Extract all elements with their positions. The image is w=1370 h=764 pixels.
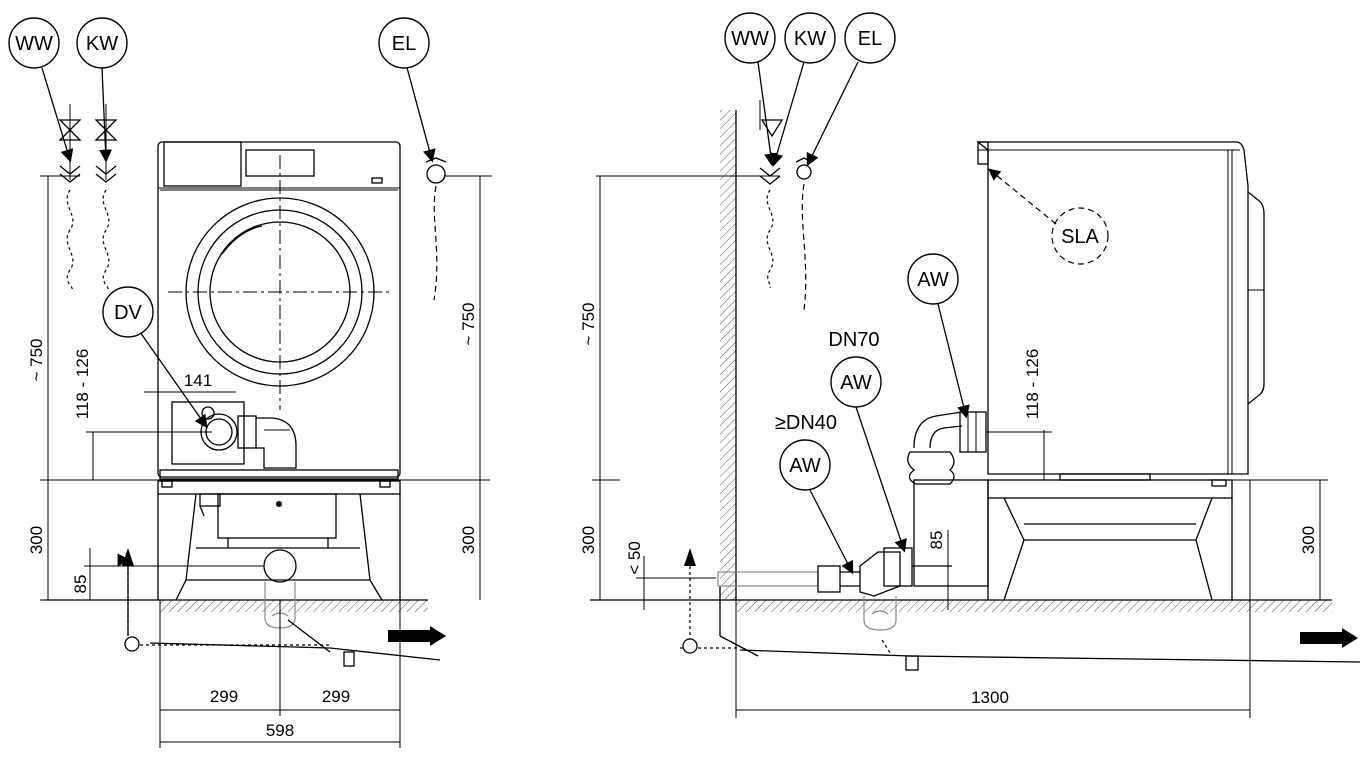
dim-height-right: ~ 750: [459, 302, 478, 345]
drain-valve-box: [171, 401, 297, 469]
dim-drain-height-side: 118 - 126: [1023, 349, 1042, 420]
drain-pipe-side: [717, 547, 952, 631]
floor-hatch-left: [160, 600, 428, 612]
dim-drain-height-front: 118 - 126: [73, 349, 92, 420]
dimensions-front: ~ 750 300 118 - 126 85 141 ~ 750 300 299…: [27, 175, 490, 748]
dim-max-50: < 50: [625, 541, 644, 575]
label-aw-lower: AW: [789, 455, 821, 477]
dim-height-side: ~ 750: [579, 302, 598, 345]
stand-side: [987, 479, 1233, 601]
label-aw-upper: AW: [917, 269, 949, 291]
label-kw-front: KW: [86, 33, 118, 55]
front-view: WW KW EL DV ~ 750 300 118 - 126 85 141 ~…: [8, 17, 492, 748]
dimensions-side: ~ 750 300 < 50 85 118 - 126 300 1300: [579, 176, 1328, 718]
dim-half-left: 299: [210, 687, 238, 706]
label-dv: DV: [114, 302, 142, 324]
dim-depth-total: 1300: [971, 688, 1009, 707]
label-dn70: DN70: [828, 329, 879, 351]
wall-hatch: [720, 110, 736, 600]
dim-stand-right: 300: [459, 526, 478, 554]
dim-floor-drain-front: 85: [71, 575, 90, 594]
label-sla: SLA: [1061, 226, 1099, 248]
side-view: SLA: [579, 12, 1361, 718]
dim-stand-left: 300: [27, 526, 46, 554]
label-kw-side: KW: [794, 28, 826, 50]
dim-stand-side: 300: [579, 526, 598, 554]
label-dn40: ≥DN40: [775, 412, 837, 434]
label-ww-front: WW: [15, 33, 53, 55]
dim-dv-width: 141: [184, 371, 212, 390]
water-inlets-front: [44, 104, 118, 291]
washer-front: [157, 141, 401, 480]
sla-bubble: [1051, 207, 1109, 265]
dim-half-right: 299: [322, 687, 350, 706]
wall-inlets-side: [596, 100, 813, 311]
dim-height-left: ~ 750: [27, 338, 46, 381]
label-el-side: EL: [858, 28, 882, 50]
stand-front: [157, 480, 401, 601]
dim-floor-drain-side: 85: [927, 531, 946, 550]
label-ww-side: WW: [731, 28, 769, 50]
washer-side: [976, 141, 1265, 481]
dim-total-width: 598: [266, 721, 294, 740]
floor-hatch-right: [736, 600, 1332, 612]
dim-stand-side-right: 300: [1299, 526, 1318, 554]
label-aw-middle: AW: [840, 372, 872, 394]
label-el-front: EL: [392, 33, 416, 55]
